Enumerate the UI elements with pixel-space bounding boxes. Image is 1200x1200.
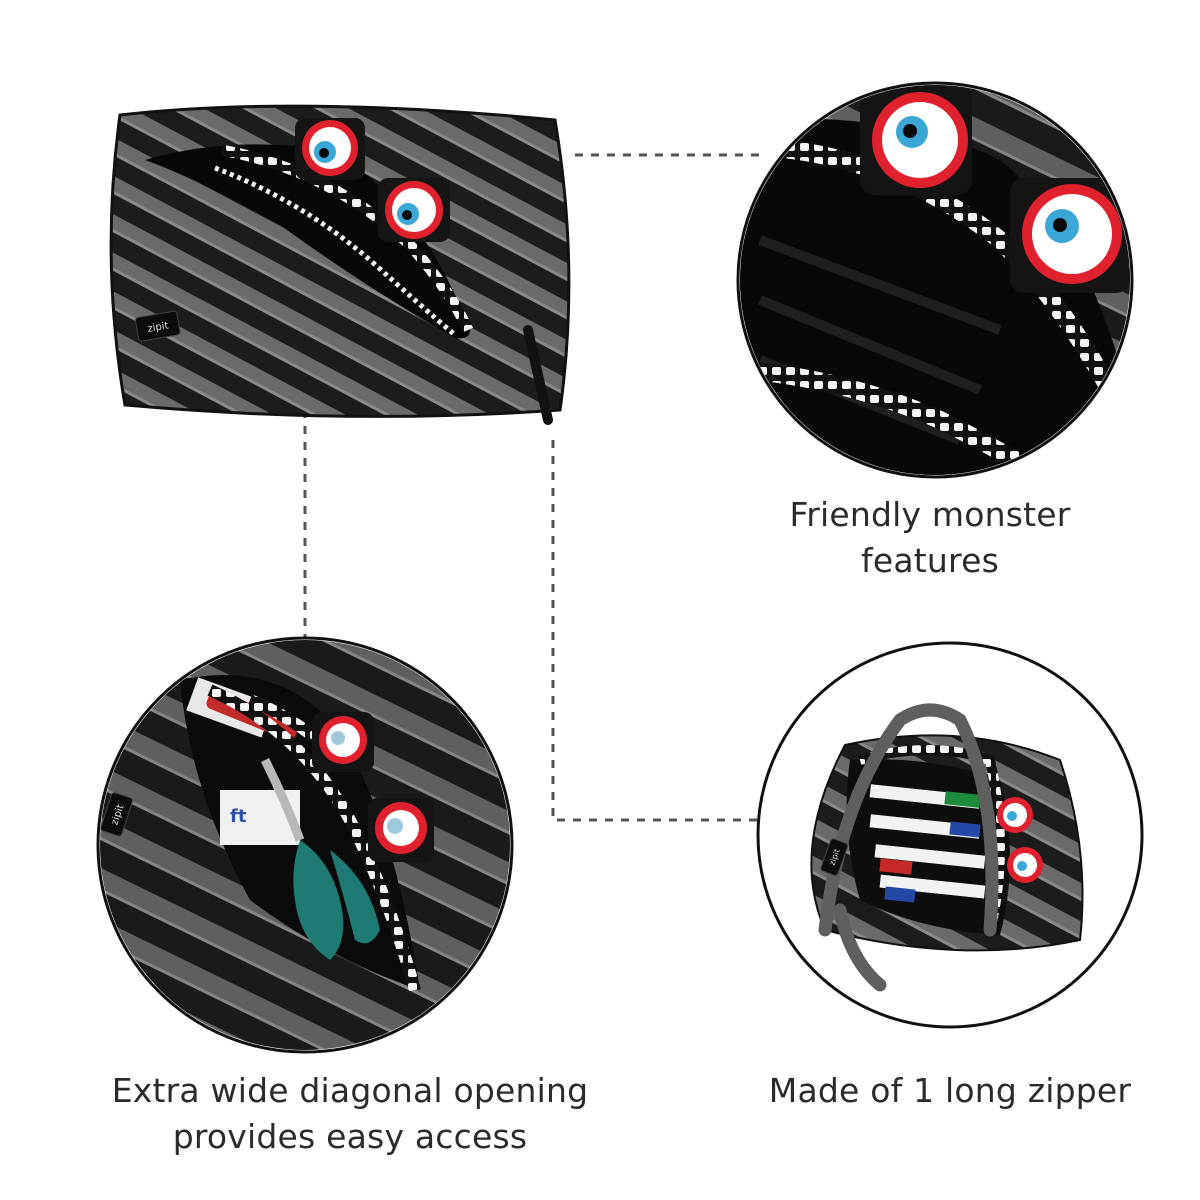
- detail-eye-lower: [1010, 178, 1130, 293]
- opening-eye-upper: [312, 712, 374, 772]
- long-zipper-detail: zipit: [756, 641, 1144, 1029]
- zipper-eye-upper: [997, 797, 1033, 833]
- main-pouch-brand-tag: zipit: [134, 310, 181, 342]
- main-pouch-eye-right: [378, 178, 450, 242]
- opening-brand-tag: zipit: [100, 792, 134, 837]
- bag-brand-tag: zipit: [820, 838, 849, 876]
- connector-lines: [303, 153, 765, 822]
- connector-to-zipper-detail: [551, 440, 765, 822]
- svg-text:ft: ft: [230, 806, 247, 827]
- zipper-eye-lower: [1007, 847, 1043, 883]
- caption-monster-features: Friendly monster features: [789, 495, 1071, 580]
- caption-diagonal-opening: Extra wide diagonal opening provides eas…: [111, 1071, 589, 1156]
- detail-eye-upper: [860, 85, 972, 195]
- caption-long-zipper: Made of 1 long zipper: [768, 1071, 1132, 1110]
- diagonal-opening-detail: ft zipit: [96, 636, 514, 1054]
- main-pouch-eye-left: [295, 118, 365, 180]
- monster-features-detail: [736, 81, 1134, 479]
- opening-eye-lower: [368, 798, 434, 862]
- main-pouch-brand-label: zipit: [147, 320, 170, 335]
- main-pouch-image: zipit: [109, 104, 571, 425]
